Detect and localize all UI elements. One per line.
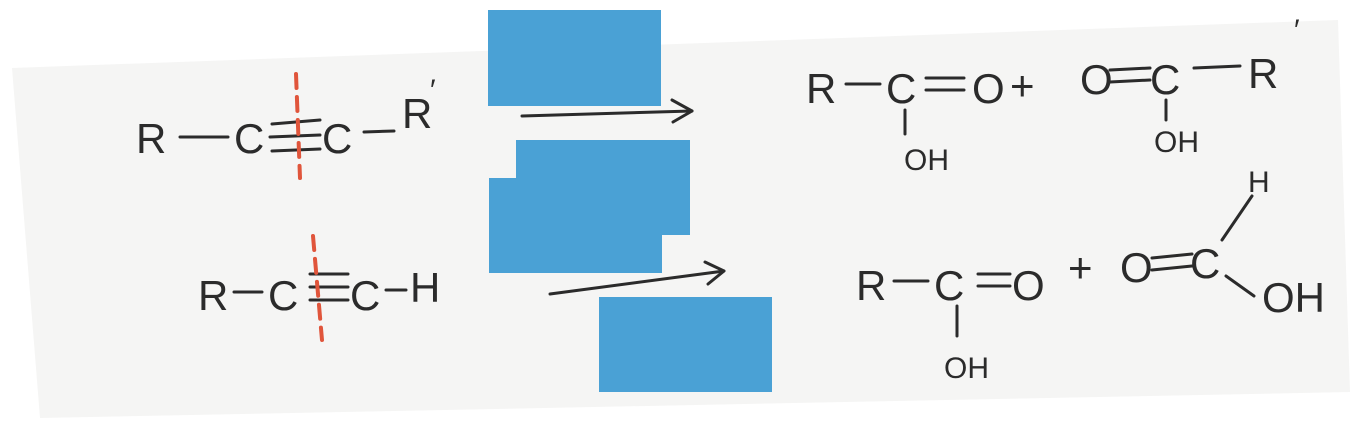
reactant-2-carbon-1: C bbox=[268, 272, 298, 319]
double-bond bbox=[1150, 252, 1194, 272]
reaction-2-arrow bbox=[548, 260, 726, 296]
product-2b-hydrogen: H bbox=[1248, 166, 1270, 199]
reaction-1-reactant: R C C R ′ bbox=[136, 72, 436, 180]
reactant-2-hydrogen: H bbox=[410, 264, 440, 311]
product-2a-oxygen: O bbox=[1012, 262, 1045, 309]
cleavage-line bbox=[311, 234, 324, 342]
product-2a-carbon: C bbox=[934, 262, 964, 309]
product-1a-carbon: C bbox=[886, 65, 916, 112]
reactant-2-carbon-2: C bbox=[350, 272, 380, 319]
reaction-2-product-a: R C O OH bbox=[856, 262, 1045, 385]
plus-sign: + bbox=[1068, 244, 1093, 291]
product-1a-oxygen: O bbox=[972, 65, 1005, 112]
reaction-2: R C C H R C bbox=[198, 166, 1325, 385]
reaction-1-arrow bbox=[520, 98, 694, 124]
reaction-1-product-a: R C O OH bbox=[806, 65, 1005, 177]
bond-single bbox=[362, 129, 396, 134]
reactant-1-r-right: R bbox=[402, 90, 432, 137]
plus-sign: + bbox=[1010, 62, 1035, 109]
double-bond bbox=[976, 272, 1012, 288]
cleavage-line bbox=[294, 72, 302, 180]
product-1b-carbon: C bbox=[1150, 56, 1180, 103]
product-1b-r: R bbox=[1248, 50, 1278, 97]
reagent-mask-3 bbox=[489, 178, 662, 273]
reaction-2-reactant: R C C H bbox=[198, 234, 440, 342]
double-bond bbox=[924, 76, 966, 92]
reagent-mask-1 bbox=[488, 10, 661, 106]
reactant-1-carbon-2: C bbox=[322, 115, 352, 162]
reagent-mask-4 bbox=[599, 297, 772, 392]
product-2b-hydroxyl: OH bbox=[1262, 274, 1325, 321]
double-bond bbox=[1108, 66, 1152, 84]
reactant-2-r: R bbox=[198, 272, 228, 319]
product-1a-hydroxyl: OH bbox=[904, 144, 949, 177]
prime-mark: ′ bbox=[1294, 14, 1300, 47]
product-2b-carbon: C bbox=[1190, 240, 1220, 287]
reactant-1-r-left: R bbox=[136, 115, 166, 162]
product-1b-oxygen: O bbox=[1080, 56, 1113, 103]
product-2a-r: R bbox=[856, 262, 886, 309]
reaction-2-product-b: O C H OH bbox=[1120, 166, 1325, 321]
prime-mark: ′ bbox=[430, 74, 436, 107]
reaction-1-product-b: O C R ′ OH bbox=[1080, 14, 1300, 159]
product-2a-hydroxyl: OH bbox=[944, 352, 989, 385]
reaction-1: R C C R ′ R C bbox=[136, 14, 1300, 180]
product-2b-oxygen: O bbox=[1120, 244, 1153, 291]
reactant-1-carbon-1: C bbox=[234, 115, 264, 162]
product-1b-hydroxyl: OH bbox=[1154, 126, 1199, 159]
bond-single bbox=[1220, 194, 1254, 242]
bond-single bbox=[1192, 64, 1242, 70]
product-1a-r: R bbox=[806, 65, 836, 112]
bond-single bbox=[1224, 274, 1256, 298]
